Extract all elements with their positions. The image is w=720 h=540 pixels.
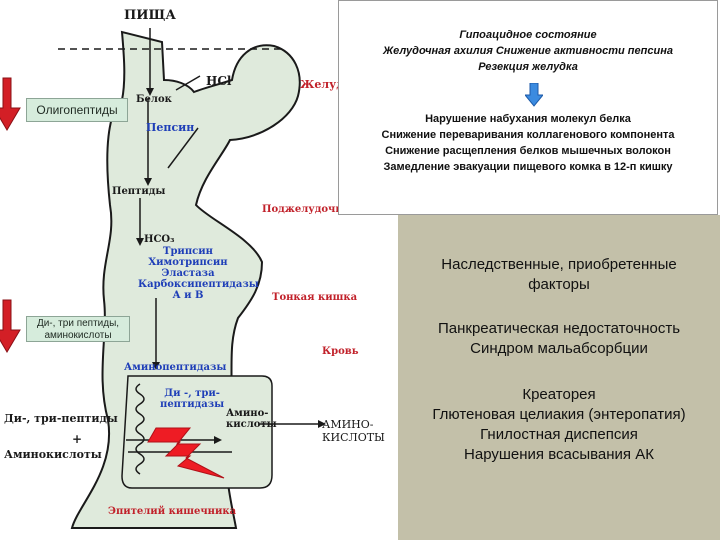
panel-right-line: Панкреатическая недостаточность [437,320,681,337]
oligopeptides-box: Олигопептиды [26,98,128,122]
panel-right-line: факторы [528,276,590,293]
hcl-label: HCl [206,74,232,88]
panel-top-line: Резекция желудка [478,61,578,73]
di-tri-peptides-box: Ди-, три пептиды, аминокислоты [26,316,130,342]
amino-acids-left-label: Аминокислоты [4,448,102,461]
peptides-label: Пептиды [112,186,166,197]
enzyme-item: Химотрипсин [148,257,228,268]
di-tri-peptides-left-label: Ди-, три-пептиды [4,412,118,425]
epithelium-label: Эпителий кишечника [108,506,237,517]
aminopeptidases-label: Аминопептидазы [124,362,227,373]
causes-panel-right: Наследственные, приобретенные факторы Па… [398,215,720,540]
panel-top-line: Снижение переваривания коллагенового ком… [381,129,675,141]
blue-arrow-down-icon [525,83,543,107]
protein-label: Белок [136,94,172,105]
panel-top-line: Замедление эвакуации пищевого комка в 12… [383,161,673,173]
bicarbonate-label: HCO₃ [144,234,175,245]
panel-top-line: Снижение расщепления белков мышечных вол… [385,145,671,157]
flow-arrowheads [136,88,326,444]
panel-right-line: Нарушения всасывания АК [464,446,654,463]
enzyme-item: Трипсин [163,246,213,257]
small-intestine-label: Тонкая кишка [272,292,358,303]
di-tri-peptidases-label: Ди -, три- пептидазы [160,388,225,410]
panel-right-line: Синдром мальабсорбции [470,340,648,357]
amino-acids-inner-label: Амино- кислоты [226,408,277,430]
epithelium-border [135,383,145,475]
pepsin-label: Пепсин [146,121,195,134]
plus-sign: + [72,432,83,446]
epithelium-cell-shape [121,375,273,489]
enzyme-item: Карбоксипептидазы [138,279,259,290]
food-label: ПИЩА [124,8,176,23]
amino-acids-out-label: АМИНО- КИСЛОТЫ [322,418,385,444]
panel-right-line: Глютеновая целиакия (энтеропатия) [432,406,686,423]
panel-top-line: Желудочная ахилия Снижение активности пе… [383,45,673,57]
causes-panel-top: Гипоацидное состояние Желудочная ахилия … [338,0,718,215]
panel-right-line: Креаторея [522,386,596,403]
panel-right-line: Гнилостная диспепсия [480,426,638,443]
blood-label: Кровь [322,346,359,357]
enzyme-item: Эластаза [161,268,215,279]
red-arrow-down-2 [0,299,21,353]
red-arrow-down-1 [0,77,21,131]
panel-right-line: Наследственные, приобретенные [441,256,677,273]
panel-top-line: Нарушение набухания молекул белка [425,113,631,125]
pancreas-label: Поджелудочная железа [262,204,403,215]
panel-top-line: Гипоацидное состояние [459,29,597,41]
enzyme-list: Трипсин Химотрипсин Эластаза Карбоксипеп… [138,246,259,301]
lightning-bolt-icon [147,427,225,479]
enzyme-item: А и В [172,290,204,301]
